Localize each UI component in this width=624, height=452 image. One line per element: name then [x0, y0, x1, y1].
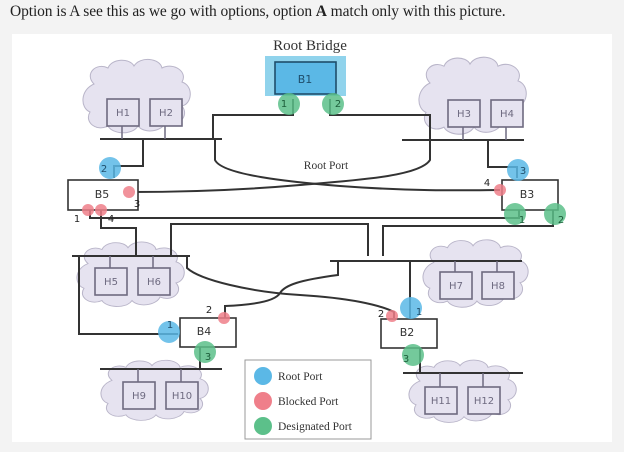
port-number-label: 2 [101, 164, 107, 175]
port-number-label: 1 [416, 307, 422, 318]
port-b3-1-designated[interactable]: 1 [504, 203, 526, 226]
port-number-label: 3 [134, 199, 140, 210]
caption-suffix: match only with this picture. [326, 3, 506, 20]
link-b3p1-b5p1-line [89, 205, 520, 219]
port-b4-3-designated[interactable]: 3 [194, 341, 216, 363]
caption-text: Option is A see this as we go with optio… [10, 3, 506, 21]
host-label: H1 [116, 108, 130, 119]
port-b1-2-designated[interactable]: 2 [322, 93, 344, 115]
legend-label: Blocked Port [278, 396, 339, 408]
port-number-label: 2 [206, 305, 212, 316]
link-lan2-b5p3 [129, 140, 431, 193]
host-h6[interactable]: H6 [137, 267, 171, 296]
bridge-b1-label: B1 [298, 73, 313, 86]
legend-item-designated: Designated Port [254, 417, 353, 435]
link-b5p4-lan3 [100, 210, 137, 256]
port-b5-1-blocked[interactable]: 1 [74, 204, 94, 225]
host-h11[interactable]: H11 [424, 386, 458, 415]
root-bridge-title: Root Bridge [273, 38, 347, 54]
port-b3-4-blocked[interactable]: 4 [484, 178, 506, 196]
port-b1-1-designated[interactable]: 1 [278, 93, 300, 115]
port-number-label: 1 [281, 99, 287, 110]
host-h4[interactable]: H4 [490, 99, 524, 128]
port-number-label: 2 [378, 309, 384, 320]
port-number-label: 3 [205, 352, 211, 363]
link-b1p2-lan2 [329, 99, 431, 140]
legend-item-root: Root Port [254, 367, 323, 385]
host-h5[interactable]: H5 [94, 267, 128, 296]
host-h10[interactable]: H10 [165, 381, 199, 410]
port-number-label: 1 [519, 215, 525, 226]
host-label: H12 [474, 396, 494, 407]
port-b2-3-designated[interactable]: 3 [402, 344, 424, 366]
port-b3-3-root[interactable]: 3 [507, 159, 529, 181]
port-number-label: 3 [403, 354, 409, 365]
legend-swatch-designated [254, 417, 272, 435]
host-label: H6 [147, 277, 161, 288]
bridge-b3-label: B3 [520, 188, 535, 201]
legend-swatch-blocked [254, 392, 272, 410]
host-h1[interactable]: H1 [106, 98, 140, 127]
host-h3[interactable]: H3 [447, 99, 481, 128]
host-label: H4 [500, 109, 514, 120]
legend-item-blocked: Blocked Port [254, 392, 339, 410]
bridge-b1[interactable] [274, 61, 337, 95]
link-lan1-b3p4 [214, 139, 501, 192]
port-b2-2-blocked[interactable]: 2 [378, 309, 398, 322]
host-h12[interactable]: H12 [467, 386, 501, 415]
host-h9[interactable]: H9 [122, 381, 156, 410]
port-number-label: 2 [558, 215, 564, 226]
link-lan3-b2p2 [186, 256, 395, 318]
bridge-b5-label: B5 [95, 188, 110, 201]
host-label: H9 [132, 391, 146, 402]
port-b4-2-blocked[interactable]: 2 [206, 305, 230, 324]
port-b5-2-root[interactable]: 2 [99, 157, 121, 179]
port-number-label: 2 [335, 99, 341, 110]
host-label: H2 [159, 108, 173, 119]
caption-bold-option: A [315, 3, 327, 20]
port-number-label: 1 [167, 320, 173, 331]
host-label: H7 [449, 281, 463, 292]
bridge-b4-label: B4 [197, 325, 212, 338]
host-label: H3 [457, 109, 471, 120]
host-label: H11 [431, 396, 451, 407]
host-label: H10 [172, 391, 192, 402]
port-b4-1-root[interactable]: 1 [158, 320, 180, 343]
port-b5-3-blocked[interactable]: 3 [123, 186, 140, 210]
link-lan3-b4p1 [78, 256, 178, 335]
host-label: H5 [104, 277, 118, 288]
port-b3-2-designated[interactable]: 2 [544, 203, 566, 226]
host-h2[interactable]: H2 [149, 98, 183, 127]
host-h7[interactable]: H7 [439, 271, 473, 300]
legend-swatch-root [254, 367, 272, 385]
port-number-label: 3 [520, 166, 526, 177]
link-lan4-b4p2 [224, 261, 339, 318]
legend-label: Root Port [278, 371, 323, 383]
port-number-label: 4 [108, 214, 114, 225]
port-number-label: 4 [484, 178, 490, 189]
host-label: H8 [491, 281, 505, 292]
network-links [72, 99, 554, 374]
host-h8[interactable]: H8 [481, 271, 515, 300]
legend-label: Designated Port [278, 421, 353, 433]
port-b2-1-root[interactable]: 1 [400, 297, 422, 319]
bridge-b2-label: B2 [400, 326, 415, 339]
port-b5-4-blocked[interactable]: 4 [95, 204, 114, 225]
caption-prefix: Option is A see this as we go with optio… [10, 3, 316, 20]
port-number-label: 1 [74, 214, 80, 225]
bridge-b2[interactable] [380, 318, 438, 349]
root-port-center-label: Root Port [304, 160, 349, 172]
link-lan3-lan4-top [170, 223, 369, 256]
